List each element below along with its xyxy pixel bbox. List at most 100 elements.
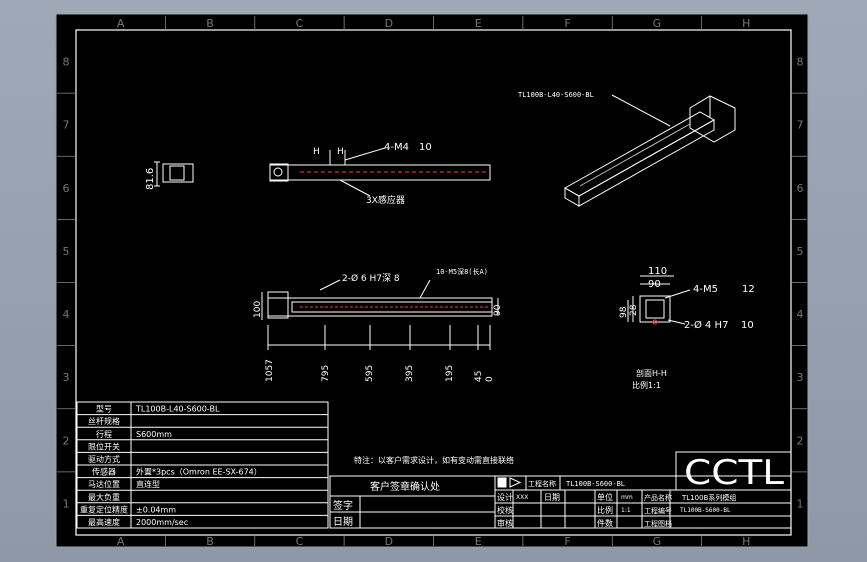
project-no-value: TL100B-S600-BL (680, 507, 731, 514)
grid-row-label-left: 1 (63, 497, 70, 510)
section-width: 90 (648, 279, 661, 290)
grid-row-label-left: 5 (63, 245, 70, 258)
top-sensor-note: 3X感应器 (366, 194, 405, 206)
grid-row-label-right: 8 (797, 56, 804, 69)
spec-row-label: 限位开关 (88, 441, 120, 451)
drawing-sheet (55, 13, 809, 548)
grid-col-label-top: B (206, 17, 214, 30)
logo-text: CCTL (684, 453, 784, 493)
grid-col-label-bottom: C (296, 535, 304, 548)
front-view (261, 279, 499, 350)
grid-row-label-right: 7 (797, 119, 804, 132)
confirm-title: 客户签章确认处 (370, 480, 440, 493)
spec-row-value: TL100B-L40-S600-BL (135, 405, 220, 414)
section-scale: 比例1:1 (632, 380, 661, 390)
section-pin-note: 2-Ø 4 H7 (684, 319, 728, 331)
front-dim-label: 45 (474, 371, 484, 382)
spec-row-label: 型号 (96, 405, 112, 414)
grid-col-label-bottom: H (742, 535, 750, 548)
scale-value: 1:1 (621, 507, 631, 514)
grid-col-label-top: H (742, 17, 750, 30)
top-thread-note: 4-M4 (384, 142, 409, 153)
spec-row-label: 驱动方式 (88, 454, 120, 464)
grid-col-label-top: G (653, 17, 662, 30)
spec-row-value: 直连型 (136, 479, 160, 489)
section-caption: 剖面H-H (636, 368, 667, 378)
spec-row-value: 2000mm/sec (136, 518, 188, 527)
spec-row-label: 马达位置 (88, 479, 120, 489)
isometric-view (563, 94, 736, 207)
side-view (154, 161, 194, 187)
unit-label: 单位 (597, 492, 613, 502)
front-dim-label: 195 (445, 365, 455, 382)
spec-row-label: 重复定位精度 (80, 504, 128, 514)
checker-label: 校核 (497, 505, 513, 515)
section-top-width: 110 (648, 266, 667, 277)
spec-row-label: 最大负重 (88, 492, 120, 502)
front-dim-label: 595 (365, 365, 375, 382)
product-name-value: TL100B系列模组 (681, 493, 736, 502)
product-name-label: 产品名称 (644, 493, 672, 502)
grid-col-label-bottom: E (475, 535, 482, 548)
grid-row-label-right: 2 (797, 434, 804, 447)
remark-note: 特注：以客户需求设计，如有变动需直接联络 (354, 455, 514, 465)
grid-row-label-right: 3 (797, 371, 804, 384)
side-height-dim: 81.6 (145, 168, 156, 190)
grid-row-label-right: 5 (797, 245, 804, 258)
drawing-no-value: TL100B-S600-BL (566, 480, 625, 488)
front-left-height: 100 (253, 301, 263, 318)
grid-col-label-bottom: A (117, 535, 125, 548)
drawing-no-label: 工程名称 (528, 479, 556, 488)
grid-col-label-top: E (475, 17, 482, 30)
date-label: 日期 (333, 516, 353, 528)
unit-value: mm (621, 494, 633, 501)
spec-row-label: 丝杆规格 (88, 416, 120, 426)
scale-label: 比例 (597, 505, 613, 515)
title-date-label: 日期 (544, 493, 560, 502)
grid-col-label-top: A (117, 17, 125, 30)
front-slot-note: 10-M5深8(长A) (436, 267, 488, 276)
section-thread-note: 4-M5 (693, 284, 718, 295)
front-hole-note: 2-Ø 6 H7深 8 (342, 273, 400, 284)
section-view (627, 275, 691, 325)
grid-row-label-right: 1 (797, 497, 804, 510)
section-h1: 98 (619, 306, 629, 318)
front-right-height: 90 (493, 304, 503, 316)
grid-row-label-left: 2 (63, 434, 70, 447)
spec-row-label: 最高速度 (88, 517, 120, 527)
grid-col-label-bottom: G (653, 535, 662, 548)
sign-label: 签字 (333, 499, 353, 512)
top-thread-depth: 10 (419, 142, 432, 153)
grid-row-label-left: 3 (63, 371, 70, 384)
spec-row-value: ±0.04mm (136, 505, 176, 514)
section-thread-depth: 12 (742, 284, 755, 295)
project-no-label: 工程编号 (644, 506, 672, 515)
top-h-right-label: H (337, 147, 344, 157)
parts-label: 件数 (597, 518, 613, 528)
spec-row-label: 行程 (96, 429, 112, 439)
file-label: 工程图档 (644, 519, 672, 528)
designer-label: 设计 (497, 492, 513, 502)
top-h-left-label: H (313, 147, 320, 157)
grid-row-label-right: 6 (797, 182, 804, 195)
grid-col-label-top: D (385, 17, 393, 30)
spec-row-value: 外置*3pcs（Omron EE-SX-674） (136, 467, 262, 477)
grid-col-label-bottom: D (385, 535, 393, 548)
front-dim-label: 0 (485, 376, 495, 382)
spec-row-value: S600mm (136, 430, 172, 439)
front-dim-label: 395 (405, 365, 415, 382)
grid-col-label-top: F (564, 17, 570, 30)
grid-col-label-bottom: F (564, 535, 570, 548)
grid-row-label-left: 7 (63, 119, 70, 132)
grid-col-label-top: C (296, 17, 304, 30)
title-block (494, 451, 792, 529)
grid-row-label-left: 6 (63, 182, 70, 195)
spec-row-label: 传感器 (92, 467, 116, 477)
section-pin-depth: 10 (741, 320, 754, 331)
iso-part-label: TL100B-L40-S600-BL (518, 91, 594, 99)
grid-col-label-bottom: B (206, 535, 214, 548)
front-dim-label: 795 (321, 365, 331, 382)
top-view (269, 147, 491, 197)
